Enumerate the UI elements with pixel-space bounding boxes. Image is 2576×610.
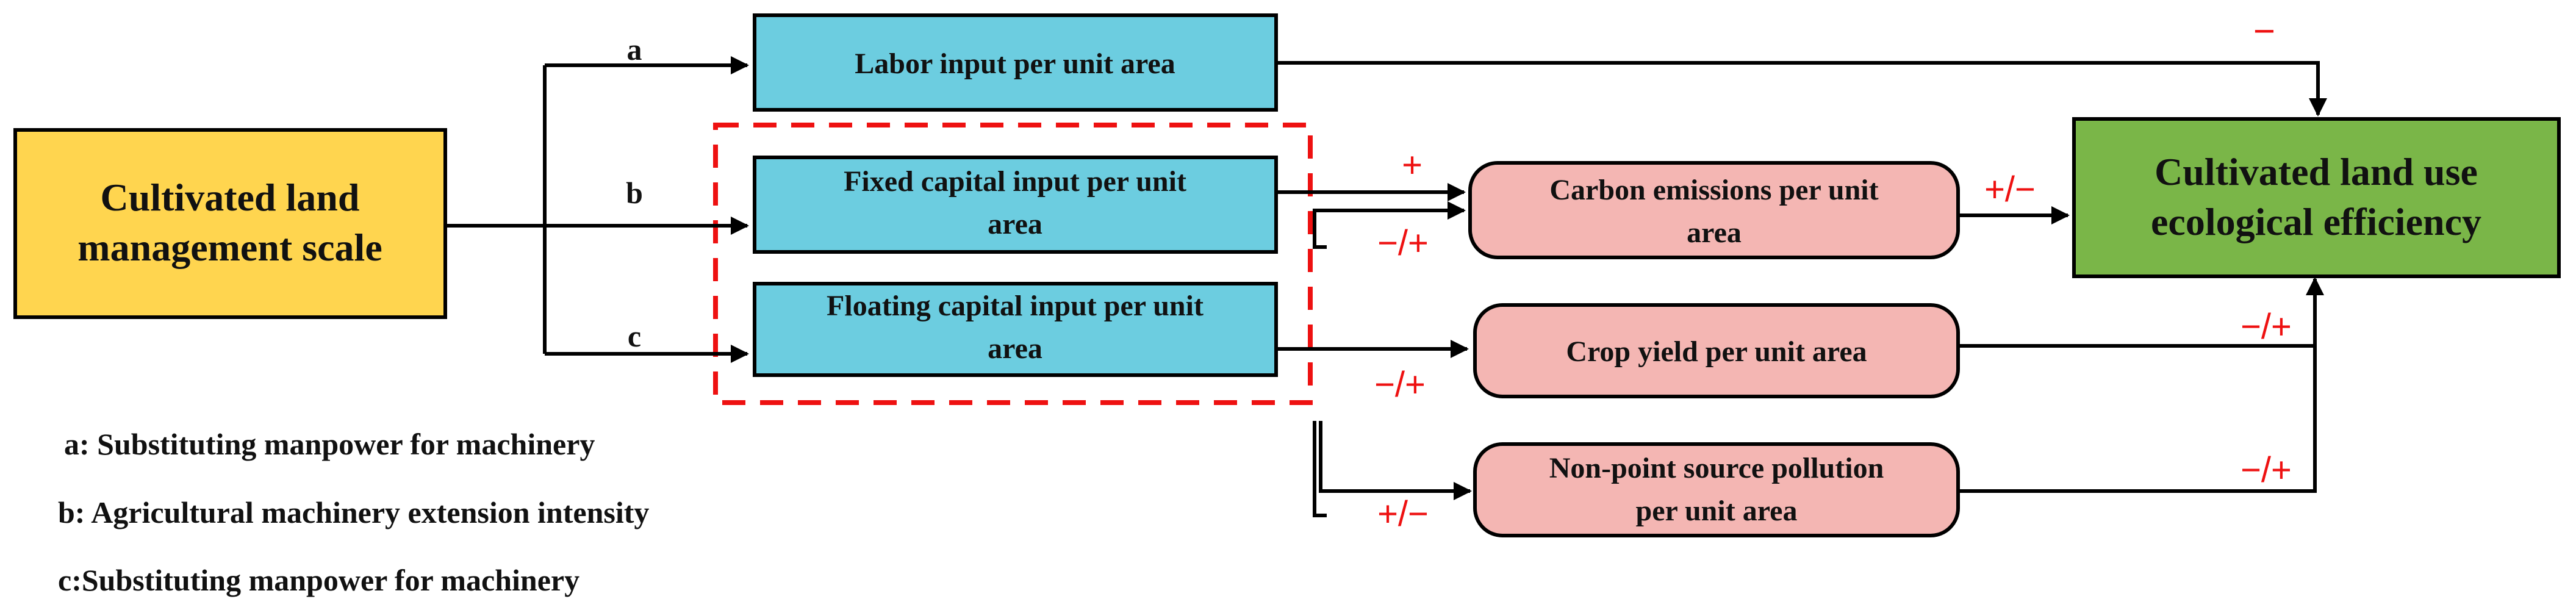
node-fixed-capital-input: Fixed capital input per unit area [753, 156, 1278, 254]
node-label-line: management scale [77, 226, 382, 269]
sign-capital-to-nps: +/− [1377, 494, 1429, 534]
node-label-line: Floating capital input per unit [827, 290, 1204, 322]
note-a: a: Substituting manpower for machinery [64, 427, 595, 461]
sign-capital-to-carbon: −/+ [1377, 223, 1429, 263]
node-label-line: ecological efficiency [2151, 200, 2481, 243]
node-label: Cultivated land use ecological efficiency [2151, 150, 2481, 243]
node-label: Non-point source pollution per unit area [1549, 452, 1884, 527]
path-label-c: c [628, 319, 641, 353]
sign-carbon-to-eff: +/− [1984, 170, 2036, 209]
note-c: c:Substituting manpower for machinery [58, 563, 579, 597]
node-floating-capital-input: Floating capital input per unit area [753, 282, 1278, 377]
node-crop-yield: Crop yield per unit area [1473, 303, 1960, 398]
node-cultivated-land-management-scale: Cultivated land management scale [13, 128, 447, 319]
node-label: Crop yield per unit area [1566, 336, 1867, 368]
sign-labor-to-eff: − [2253, 10, 2275, 52]
node-label-line: area [988, 208, 1042, 240]
note-b: b: Agricultural machinery extension inte… [58, 495, 649, 529]
edge-capital-bus-lower [1313, 421, 1327, 517]
node-carbon-emissions: Carbon emissions per unit area [1468, 161, 1960, 259]
node-label-line: area [1687, 217, 1742, 249]
node-label-line: Labor input per unit area [855, 48, 1175, 80]
node-label: Carbon emissions per unit area [1549, 174, 1878, 249]
edge-nps-to-eff [1958, 277, 2324, 493]
node-label-line: Non-point source pollution [1549, 452, 1884, 484]
edge-capital-bus-upper [1313, 201, 1466, 249]
nodes: Cultivated land management scale Labor in… [13, 13, 2561, 537]
node-label-line: Crop yield per unit area [1566, 336, 1867, 368]
node-label-line: Cultivated land use [2154, 150, 2478, 193]
node-ecological-efficiency: Cultivated land use ecological efficiency [2072, 117, 2561, 278]
node-label-line: per unit area [1636, 495, 1798, 527]
node-label: Fixed capital input per unit area [844, 165, 1186, 240]
edge-labor-to-eff [1276, 61, 2327, 117]
node-label: Floating capital input per unit area [827, 290, 1204, 365]
node-label-line: Carbon emissions per unit [1549, 174, 1878, 206]
sign-nps-to-eff: −/+ [2241, 450, 2292, 490]
capital-group-dashed-border [713, 123, 1313, 405]
node-label-line: Fixed capital input per unit [844, 165, 1186, 198]
node-label-line: Cultivated land [101, 176, 360, 219]
edges [445, 56, 2327, 517]
path-label-b: b [626, 176, 643, 210]
node-label: Cultivated land management scale [77, 176, 382, 269]
node-label-line: area [988, 332, 1042, 365]
node-labor-input: Labor input per unit area [753, 13, 1278, 112]
sign-fixed-to-carbon: + [1402, 145, 1423, 185]
path-label-a: a [627, 32, 642, 66]
node-non-point-source-pollution: Non-point source pollution per unit area [1473, 442, 1960, 537]
sign-crop-to-eff: −/+ [2241, 307, 2292, 346]
sign-floating-to-crop: −/+ [1374, 365, 1426, 404]
edge-capital-to-nps [1319, 421, 1472, 500]
node-label: Labor input per unit area [855, 48, 1175, 80]
